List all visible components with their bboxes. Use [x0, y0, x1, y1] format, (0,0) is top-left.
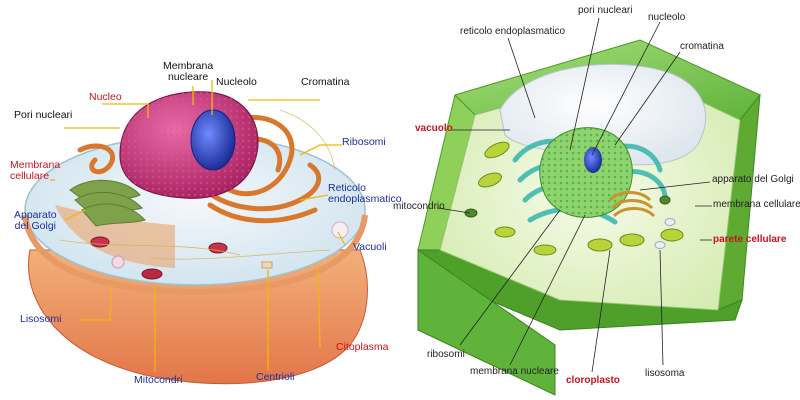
plant-leader-lines — [437, 17, 712, 373]
label-apparato-golgi-plant: apparato del Golgi — [712, 174, 794, 185]
label-centrioli: Centrioli — [256, 371, 295, 383]
label-pori-nucleari: Pori nucleari — [14, 109, 73, 121]
label-cloroplasto: cloroplasto — [566, 375, 620, 386]
label-cromatina: Cromatina — [301, 76, 350, 88]
label-membrana-nucleare-plant: membrana nucleare — [470, 366, 559, 377]
label-parete-cellulare: parete cellulare — [713, 234, 787, 245]
label-membrana-nucleare: Membrana nucleare — [163, 60, 214, 84]
label-mitocondri: Mitocondri — [134, 374, 183, 386]
label-membrana-cellulare-plant: membrana cellulare — [713, 199, 800, 210]
label-membrana-cellulare: Membrana cellulare — [10, 159, 61, 183]
label-pori-nucleari-plant: pori nucleari — [578, 5, 633, 16]
label-cromatina-plant: cromatina — [680, 41, 724, 52]
label-vacuolo: vacuolo — [415, 123, 453, 134]
label-nucleo: Nucleo — [89, 91, 122, 103]
label-lisosomi: Lisosomi — [20, 313, 62, 325]
label-lisosoma: lisosoma — [645, 368, 685, 379]
label-reticolo-endoplasmatico: Reticolo endoplasmatico — [328, 182, 402, 206]
label-apparato-golgi: Apparato del Golgi — [14, 209, 57, 233]
label-citoplasma: Citoplasma — [336, 341, 389, 353]
label-ribosomi-plant: ribosomi — [427, 349, 465, 360]
label-vacuoli: Vacuoli — [353, 241, 387, 253]
label-reticolo-endoplasmatico-plant: reticolo endoplasmatico — [460, 26, 566, 37]
animal-leader-lines — [50, 80, 346, 372]
label-ribosomi: Ribosomi — [342, 136, 386, 148]
label-mitocondrio: mitocondrio — [393, 201, 445, 212]
label-nucleolo-plant: nucleolo — [648, 12, 686, 23]
label-nucleolo: Nucleolo — [216, 76, 257, 88]
animal-cell-illustration — [22, 91, 368, 385]
plant-cell-illustration — [417, 39, 761, 396]
